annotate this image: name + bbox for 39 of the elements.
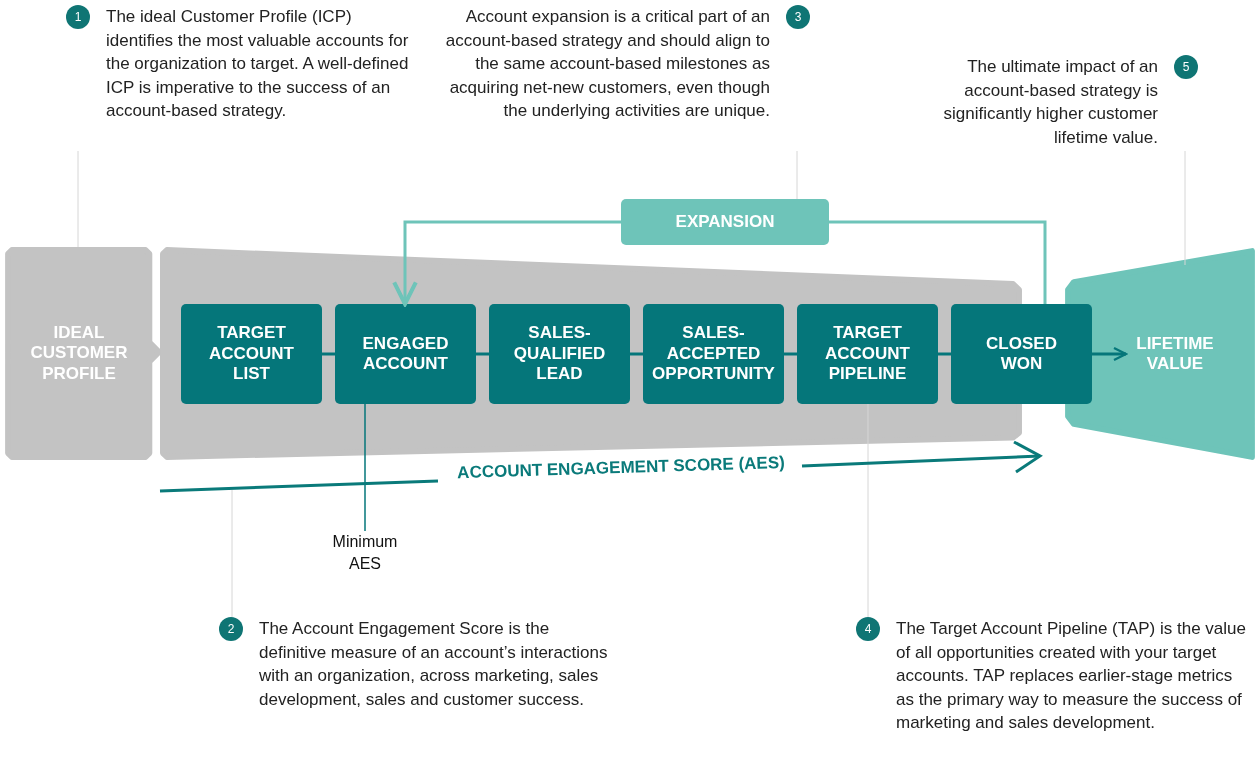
- connector-line: [829, 220, 1047, 304]
- connector-line: [630, 352, 643, 356]
- connector-line: [784, 352, 797, 356]
- annotation-text: Minimum AES: [331, 532, 399, 574]
- box-label: SALES-ACCEPTED OPPORTUNITY: [651, 323, 776, 385]
- box-label: IDEAL CUSTOMER PROFILE: [29, 322, 129, 385]
- callout-text: The ultimate impact of an account-based strategy is significantly higher customer lifetime value.: [942, 56, 1158, 149]
- callout-number: 1: [66, 5, 90, 29]
- box-label: ENGAGED ACCOUNT: [361, 333, 450, 375]
- connector-line: [476, 352, 489, 356]
- callout-number: 4: [856, 617, 880, 641]
- callout-number: 5: [1174, 55, 1198, 79]
- callout-number: 3: [786, 5, 810, 29]
- connector-line: [1092, 346, 1128, 362]
- box-label: SALES-QUALIFIED LEAD: [512, 323, 607, 385]
- profile-box: [5, 247, 163, 460]
- callout-text: The Target Account Pipeline (TAP) is the value of all opportunities created with your target accounts. TAP replaces earlier-stage metrics as the primary way to measure the success of marketing and sales development.: [896, 618, 1247, 734]
- callout-number: 2: [219, 617, 243, 641]
- expansion-box: [621, 199, 829, 245]
- box-label: TARGET ACCOUNT LIST: [208, 323, 295, 385]
- stage-box: [797, 304, 938, 404]
- stage-box: [643, 304, 784, 404]
- box-label: CLOSED WON: [985, 333, 1058, 375]
- connector-line: [392, 220, 621, 306]
- stage-box: [951, 304, 1092, 404]
- stage-box: [181, 304, 322, 404]
- box-label: LIFETIME VALUE: [1135, 333, 1215, 375]
- stage-box: [335, 304, 476, 404]
- connector-line: [322, 352, 335, 356]
- connector-line: [938, 352, 951, 356]
- box-label: EXPANSION: [674, 211, 776, 233]
- callout-text: Account expansion is a critical part of an account-based strategy and should align to the same account-based milestones as acquiring net-new customers, even though the underlying activities are unique.: [444, 6, 770, 122]
- callout-text: The ideal Customer Profile (ICP) identifies the most valuable accounts for the organization to target. A well-defined ICP is imperative to the success of an account-based strategy.: [106, 6, 410, 122]
- lifetime-value-shape: [1065, 248, 1255, 460]
- box-label: TARGET ACCOUNT PIPELINE: [824, 323, 911, 385]
- leader-line: [364, 403, 366, 532]
- callout-text: The Account Engagement Score is the definitive measure of an account’s interactions with an organization, across marketing, sales development, sales and customer success.: [259, 618, 609, 711]
- stage-box: [489, 304, 630, 404]
- axis-label: ACCOUNT ENGAGEMENT SCORE (AES): [455, 452, 787, 484]
